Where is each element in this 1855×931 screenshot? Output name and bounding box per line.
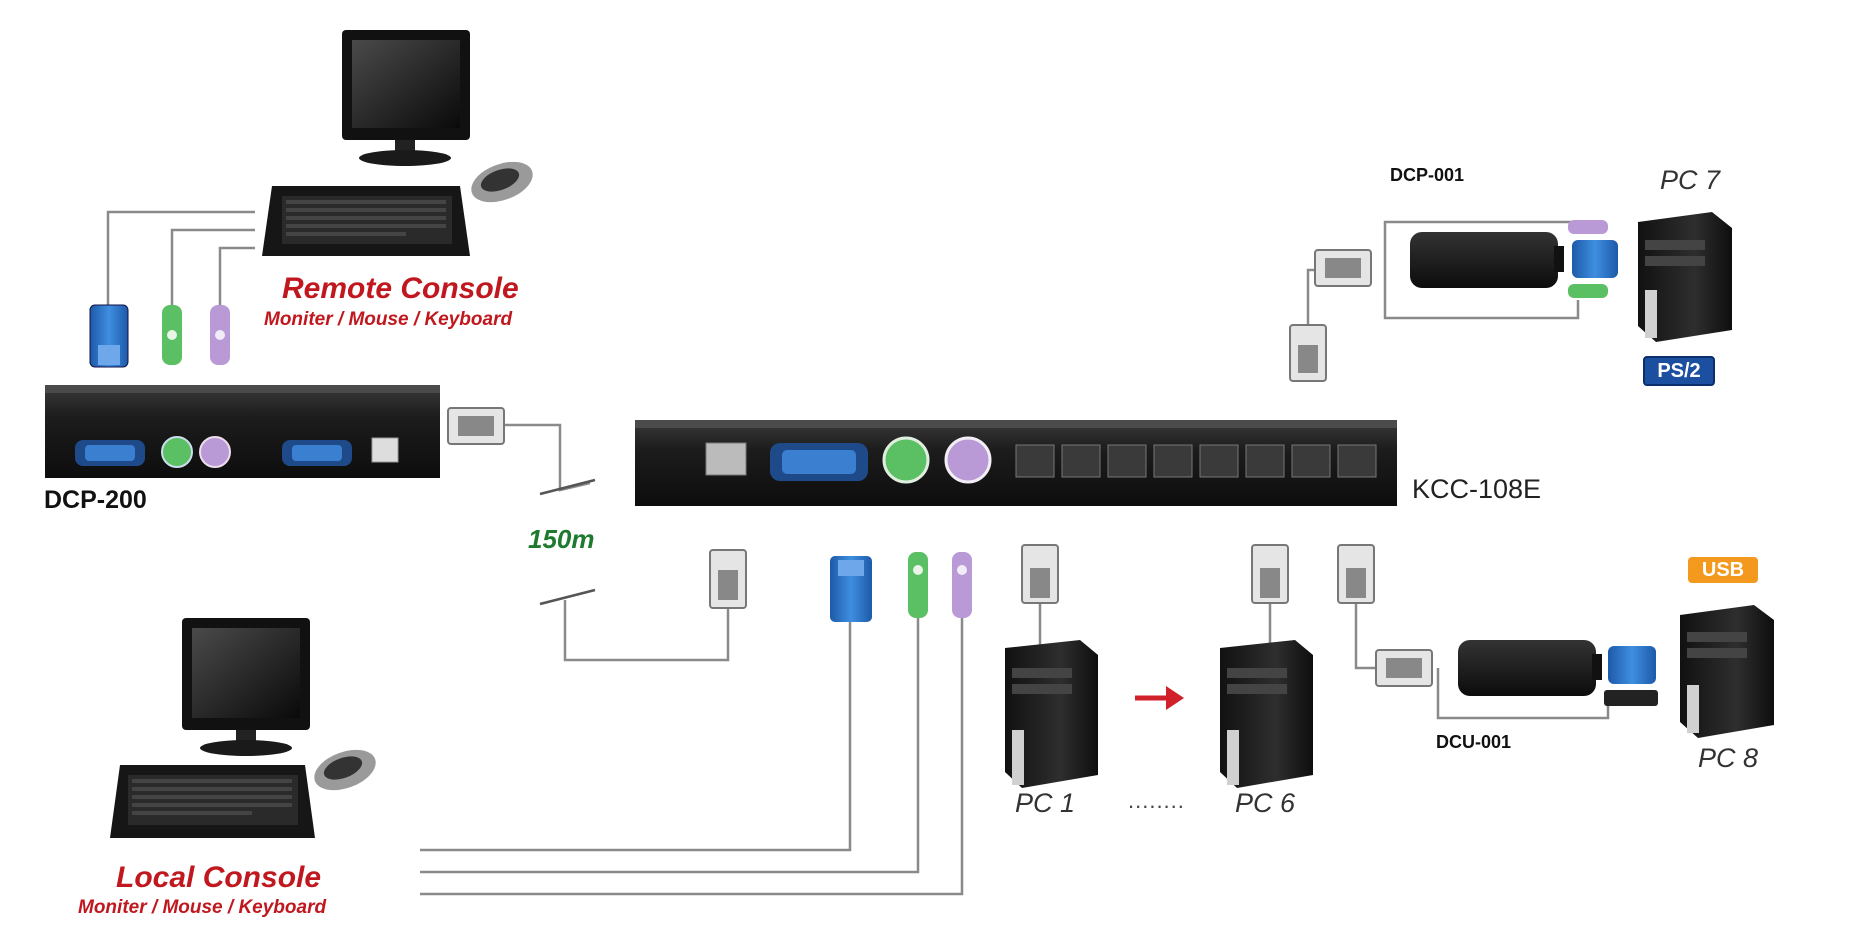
distance-break (539, 478, 596, 606)
pc1-rj45-plug (1021, 544, 1059, 604)
kcc-108e-device (635, 420, 1397, 506)
remote-keyboard (262, 186, 470, 256)
local-keyboard (110, 765, 315, 838)
remote-ps2-green-plug (162, 305, 182, 365)
dcu-001-label: DCU-001 (1436, 732, 1512, 752)
kcc-rj45-port (705, 442, 747, 476)
local-ps2-green-plug (908, 552, 928, 618)
local-vga-plug (830, 556, 872, 622)
pc-sequence-arrow (1135, 686, 1184, 710)
dcp-200-vga-port-2 (282, 440, 352, 466)
dcp-200-rj45-plug (447, 407, 505, 445)
local-ps2-purple-plug (952, 552, 972, 618)
pc7-rj45-plug-lower (1289, 324, 1327, 382)
pc8-label: PC 8 (1698, 743, 1759, 773)
pc6-tower (1220, 640, 1313, 788)
kcc-rj45-port-bank (1015, 444, 1377, 478)
ps2-badge: PS/2 (1643, 356, 1715, 386)
distance-label: 150m (528, 524, 595, 554)
local-console-subtitle: Moniter / Mouse / Keyboard (78, 897, 327, 918)
local-monitor (182, 618, 310, 756)
remote-monitor (342, 30, 470, 166)
remote-mouse (471, 161, 533, 203)
dcu-001-adapter (1458, 640, 1602, 696)
dcp-001-label: DCP-001 (1390, 165, 1465, 185)
dcp-200-vga-port (75, 440, 145, 466)
pc-ellipsis: ........ (1128, 788, 1185, 813)
local-mouse (314, 749, 376, 791)
dcp-200-label: DCP-200 (44, 486, 147, 514)
pc7-tower (1638, 212, 1732, 342)
kcc-vga-port (770, 443, 868, 481)
dcp-200-rj45-port (371, 437, 399, 463)
local-console-title: Local Console (116, 861, 322, 894)
kcc-rj45-plug-console (709, 549, 747, 609)
pc8-rj45-plug (1337, 544, 1375, 604)
pc7-vga-plug (1572, 240, 1618, 278)
remote-console-subtitle: Moniter / Mouse / Keyboard (264, 309, 513, 330)
dcp-200-device (45, 385, 440, 478)
pc8-usb-plug (1604, 690, 1658, 706)
kcc-ps2-purple-port (944, 436, 992, 484)
remote-ps2-purple-plug (210, 305, 230, 365)
dcp-001-adapter (1410, 232, 1564, 288)
remote-console-title: Remote Console (282, 272, 519, 305)
usb-badge: USB (1688, 557, 1758, 583)
dcp-200-ps2-purple-port (199, 436, 231, 468)
pc6-rj45-plug (1251, 544, 1289, 604)
kcc-108e-label: KCC-108E (1412, 474, 1542, 504)
pc7-ps2-purple-plug (1568, 220, 1608, 234)
pc7-ps2-green-plug (1568, 284, 1608, 298)
pc6-label: PC 6 (1235, 788, 1296, 818)
kcc-ps2-green-port (882, 436, 930, 484)
pc1-tower (1005, 640, 1098, 788)
dcp-200-ps2-green-port (161, 436, 193, 468)
pc8-rj45-plug-side (1375, 649, 1433, 687)
pc7-label: PC 7 (1660, 165, 1721, 195)
pc1-label: PC 1 (1015, 788, 1076, 818)
pc7-rj45-plug-upper (1314, 249, 1372, 287)
pc8-tower (1680, 605, 1774, 738)
pc8-vga-plug (1608, 646, 1656, 684)
remote-vga-plug (89, 304, 129, 368)
